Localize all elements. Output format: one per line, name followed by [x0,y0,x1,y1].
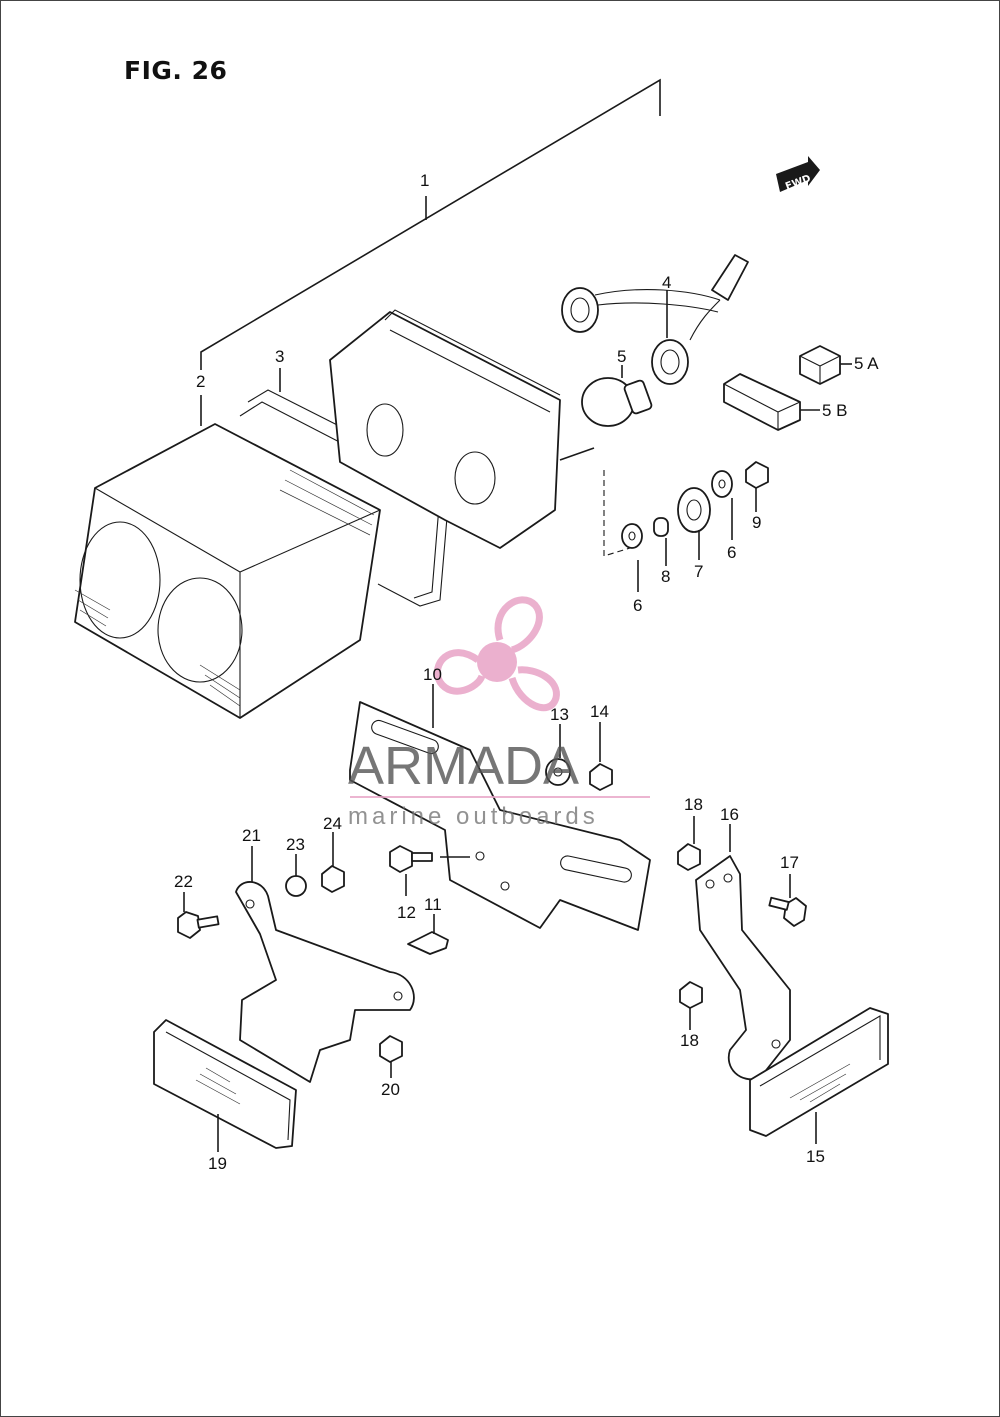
assembly-leader-1 [200,78,661,370]
callout-6-lower: 6 [633,596,642,615]
callout-2: 2 [196,372,205,391]
license-plate-bracket [349,684,651,931]
callout-17: 17 [780,853,799,872]
callout-20: 20 [381,1080,400,1099]
left-side-reflector [153,1019,297,1152]
reflector-block-small [799,345,852,385]
lamp-housing [329,309,595,549]
callout-labels: 1 2 3 4 5 5 A 5 B 6 6 7 8 9 10 11 12 13 … [174,171,879,1173]
propeller-icon [433,596,560,712]
washer-and-nut [545,722,613,791]
lamp-bulb [581,365,653,427]
right-side-reflector [749,1007,889,1144]
callout-5b: 5 B [822,401,848,420]
callout-4: 4 [662,273,671,292]
callout-5a: 5 A [854,354,879,373]
left-reflector-bracket [177,832,415,1083]
callout-15: 15 [806,1147,825,1166]
callout-18-lower: 18 [680,1031,699,1050]
callout-14: 14 [590,702,609,721]
forward-arrow-icon: FWD [776,156,820,193]
right-reflector-bracket [677,816,807,1081]
mounting-hardware [603,461,769,592]
bolt-and-grommet [389,845,470,955]
callout-24: 24 [323,814,342,833]
callout-6-upper: 6 [727,543,736,562]
tail-lamp-lens [74,395,381,719]
callout-12: 12 [397,903,416,922]
callout-13: 13 [550,705,569,724]
callout-7: 7 [694,562,703,581]
figure-title: FIG. 26 [124,56,228,85]
callout-19: 19 [208,1154,227,1173]
callout-16: 16 [720,805,739,824]
watermark-brand: ARMADA [348,736,579,796]
callout-22: 22 [174,872,193,891]
watermark: ARMADA marine outboards [348,736,650,830]
callout-21: 21 [242,826,261,845]
callout-11: 11 [424,895,442,914]
callout-3: 3 [275,347,284,366]
callout-1: 1 [420,171,429,190]
callout-18-upper: 18 [684,795,703,814]
callout-5: 5 [617,347,626,366]
bulb-socket-harness [561,254,749,385]
watermark-tagline: marine outboards [348,803,599,830]
callout-10: 10 [423,665,442,684]
reflector-block-long [723,373,820,431]
callout-9: 9 [752,513,761,532]
callout-8: 8 [661,567,670,586]
callout-23: 23 [286,835,305,854]
